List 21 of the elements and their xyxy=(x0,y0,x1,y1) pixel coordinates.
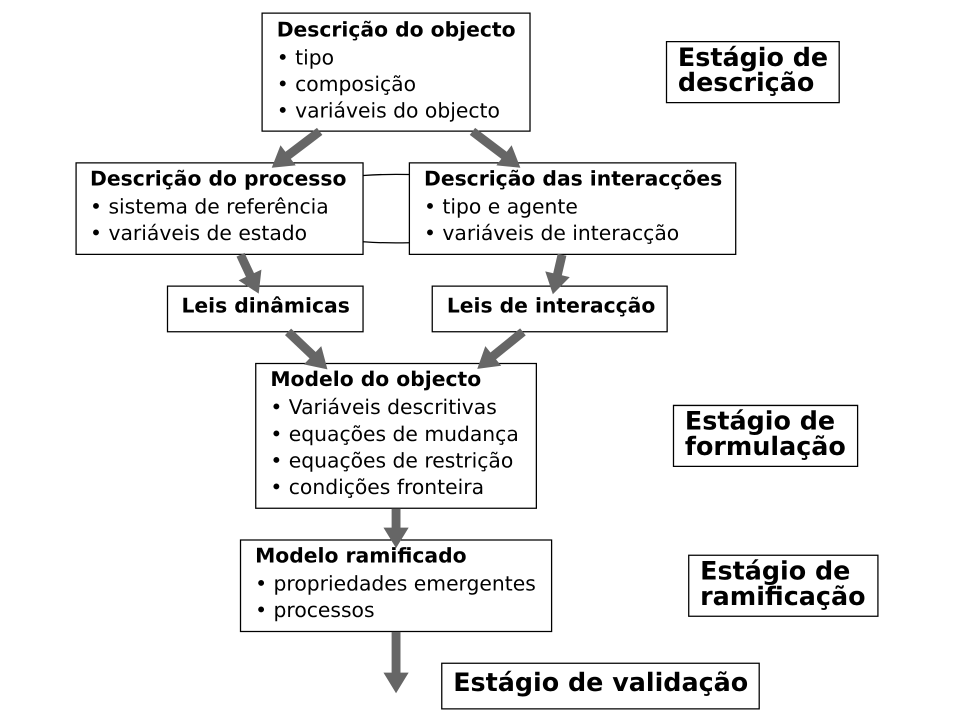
arrow xyxy=(545,254,570,294)
node-box: Descrição das interacções • tipo e agente • variáveis de interacção xyxy=(408,162,736,255)
node-box: Descrição do objecto • tipo • composição • variáveis do objecto xyxy=(261,12,531,132)
node-box: Estágio de formulação xyxy=(672,404,858,468)
node-box: Modelo ramificado • propriedades emergentes • processos xyxy=(240,539,552,632)
arrow xyxy=(383,632,409,694)
arrow xyxy=(383,508,409,548)
node-box: Descrição do processo • sistema de referência • variáveis de estado xyxy=(75,162,364,255)
connector xyxy=(363,174,410,176)
arrow xyxy=(236,252,262,294)
node-box: Leis de interacção xyxy=(432,285,668,332)
node-box: Estágio de ramificação xyxy=(688,554,879,617)
node-box: Leis dinâmicas xyxy=(166,285,364,332)
node-box: Estágio de validação xyxy=(441,662,760,710)
node-box: Estágio de descrição xyxy=(666,41,840,104)
arrow xyxy=(470,128,520,168)
connector xyxy=(363,241,410,244)
node-box: Modelo do objecto • Variáveis descritivas • equações de mudança • equações de restrição • condições fronteira xyxy=(255,362,537,509)
arrow xyxy=(284,328,328,370)
arrow xyxy=(272,128,322,168)
arrow xyxy=(477,328,526,369)
